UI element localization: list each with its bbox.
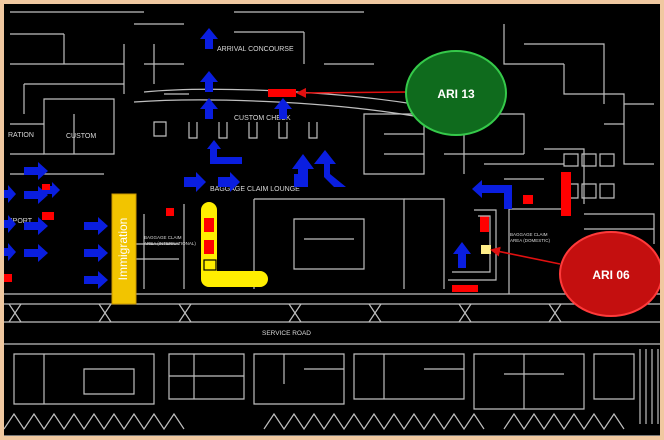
label-baggage-claim-dom-2: AREA (DOMESTIC): [510, 238, 551, 243]
label-baggage-claim-dom-1: BAGGAGE CLAIM: [510, 232, 548, 237]
immigration-banner: Immigration: [111, 193, 137, 305]
direction-arrows: [4, 28, 512, 289]
label-custom-check: CUSTOM CHECK: [234, 115, 291, 122]
pointer-arrow-icon: [296, 87, 410, 98]
up-arrow-icon: [453, 242, 471, 268]
up-arrow-icon: [314, 150, 346, 187]
label-passport: SPORT: [8, 218, 33, 225]
label-custom: CUSTOM: [66, 133, 96, 140]
yellow-claim-path: [201, 202, 268, 287]
right-arrow-icon: [4, 243, 16, 261]
floor-plan-map: ARRIVAL CONCOURSE CUSTOM CHECK BAGGAGE C…: [4, 11, 662, 436]
right-arrow-icon: [24, 162, 48, 180]
right-arrow-icon: [4, 215, 16, 233]
marker-ari-06[interactable]: ARI 06: [559, 231, 662, 317]
marker-ari-13[interactable]: ARI 13: [405, 50, 507, 136]
immigration-banner-text: Immigration: [116, 218, 130, 281]
marker-ari-13-label: ARI 13: [437, 87, 475, 101]
label-baggage-claim-intl-2: AREA (INTERNATIONAL): [144, 241, 196, 246]
right-arrow-icon: [218, 172, 240, 192]
right-arrow-icon: [4, 185, 16, 203]
label-immigration-left: RATION: [8, 132, 34, 139]
up-arrow-icon: [200, 28, 218, 49]
label-service-road: SERVICE ROAD: [262, 330, 311, 337]
yellow-claim-marker: [481, 245, 491, 254]
marker-ari-06-label: ARI 06: [592, 268, 630, 282]
up-arrow-icon: [200, 98, 218, 119]
label-arrival-concourse: ARRIVAL CONCOURSE: [217, 46, 294, 53]
right-arrow-icon: [84, 217, 108, 235]
right-arrow-icon: [184, 172, 206, 192]
turn-arrow-icon: [207, 140, 242, 164]
up-arrow-icon: [292, 154, 314, 187]
up-arrow-icon: [274, 98, 292, 119]
pointer-arrows: [296, 87, 561, 265]
right-arrow-icon: [84, 271, 108, 289]
right-arrow-icon: [84, 244, 108, 262]
building-walls: [4, 11, 660, 436]
turn-arrow-icon: [472, 180, 512, 209]
map-labels: ARRIVAL CONCOURSE CUSTOM CHECK BAGGAGE C…: [8, 46, 551, 337]
domestic-conveyor: [448, 209, 497, 281]
pointer-arrow-icon: [490, 246, 561, 265]
up-arrow-icon: [200, 71, 218, 92]
right-arrow-icon: [24, 244, 48, 262]
label-baggage-claim-intl-1: BAGGAGE CLAIM: [144, 235, 182, 240]
right-arrow-icon: [24, 217, 48, 235]
highlight-red-blocks: [4, 89, 571, 292]
turn-arrow-icon: [294, 174, 304, 187]
label-baggage-claim-lounge: BAGGAGE CLAIM LOUNGE: [210, 186, 300, 193]
